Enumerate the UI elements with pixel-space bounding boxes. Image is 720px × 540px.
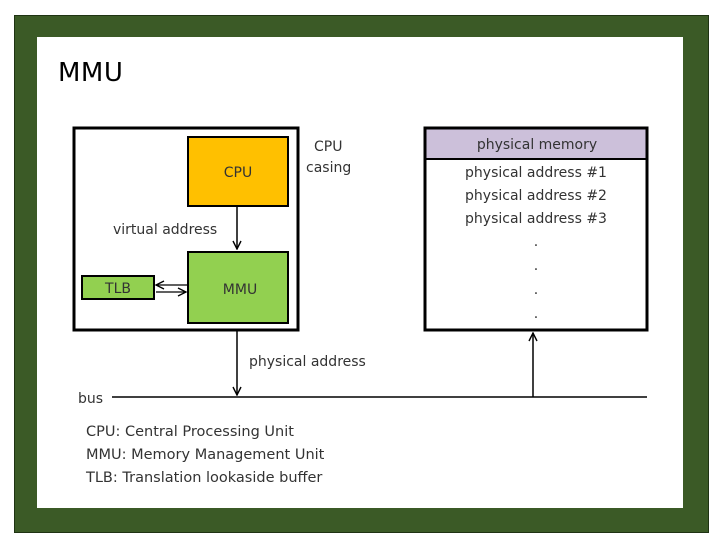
mmu-box-label: MMU — [223, 282, 257, 298]
bus-label: bus — [78, 391, 103, 407]
physical-memory-title: physical memory — [477, 137, 597, 153]
tlb-box-label: TLB — [104, 281, 131, 297]
cpu-casing-label-line2: casing — [306, 160, 351, 176]
virtual-address-label: virtual address — [113, 222, 217, 238]
legend-mmu: MMU: Memory Management Unit — [86, 447, 325, 463]
mmu-box — [187, 251, 289, 324]
memory-row: . — [534, 306, 538, 322]
memory-row: . — [534, 282, 538, 298]
memory-row: physical address #3 — [465, 211, 607, 227]
legend-cpu: CPU: Central Processing Unit — [86, 424, 294, 440]
physical-memory-header — [426, 129, 646, 159]
tlb-box — [81, 275, 155, 300]
memory-row: physical address #1 — [465, 165, 607, 181]
cpu-box-label: CPU — [224, 165, 252, 181]
slide-title: MMU — [58, 58, 124, 88]
cpu-box — [187, 136, 289, 207]
memory-row: . — [534, 234, 538, 250]
physical-address-label: physical address — [249, 354, 366, 370]
memory-row: . — [534, 258, 538, 274]
cpu-casing-label-line1: CPU — [314, 139, 342, 155]
legend-tlb: TLB: Translation lookaside buffer — [86, 470, 323, 486]
memory-row: physical address #2 — [465, 188, 607, 204]
physical-memory-box — [423, 126, 649, 332]
